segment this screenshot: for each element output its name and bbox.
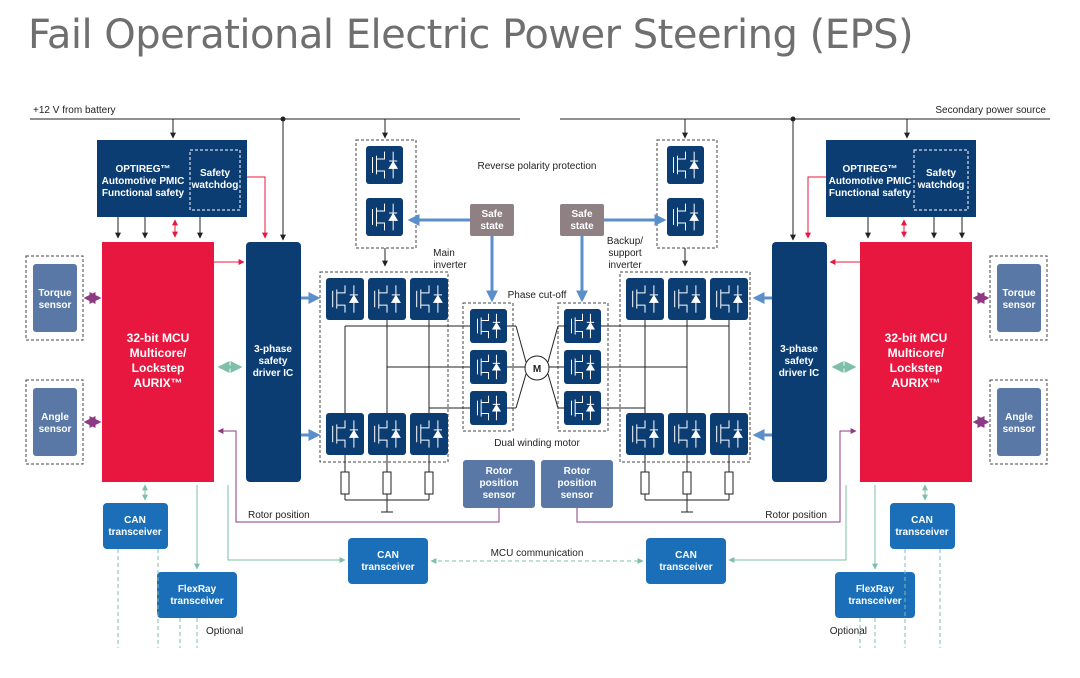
phase-cutoff-right <box>557 302 609 432</box>
transistor-glyph <box>476 313 502 339</box>
motor: M <box>524 355 550 381</box>
transistor-glyph <box>570 313 596 339</box>
transistor-glyph <box>716 285 743 313</box>
transistor-glyph <box>416 420 443 448</box>
safe-state-arrows <box>407 214 667 303</box>
optional-label-right: Optional <box>830 626 867 637</box>
svg-text:M: M <box>533 364 541 375</box>
phase-cutoff-left <box>462 302 514 432</box>
watchdog-links <box>172 176 907 265</box>
transistor-glyph <box>632 420 659 448</box>
mcu-communication-label: MCU communication <box>491 548 584 559</box>
page-title: Fail Operational Electric Power Steering… <box>28 12 914 58</box>
transistor-glyph <box>570 395 596 421</box>
sensor-links <box>83 292 990 428</box>
rail-junctions <box>280 116 796 122</box>
reverse-polarity-right <box>656 139 718 249</box>
pmic-outputs <box>115 217 965 239</box>
transistor-glyph <box>416 285 443 313</box>
transistor-glyph <box>632 285 659 313</box>
reverse-link-wires <box>382 248 688 267</box>
backup-inverter <box>619 271 751 463</box>
rotor-position-label-right: Rotor position <box>765 510 827 521</box>
reverse-polarity-label: Reverse polarity protection <box>478 161 597 172</box>
transistor-glyph <box>476 395 502 421</box>
transistor-glyph <box>374 420 401 448</box>
reverse-polarity-left <box>355 139 417 249</box>
shunt-resistors <box>340 455 734 513</box>
secondary-power-label: Secondary power source <box>935 105 1046 116</box>
bus-links <box>117 484 941 648</box>
transistor-glyph <box>372 151 399 179</box>
transistor-glyph <box>332 420 359 448</box>
rotor-position-links <box>217 428 857 523</box>
transistor-glyph <box>674 285 701 313</box>
transistor-glyph <box>716 420 743 448</box>
battery-label: +12 V from battery <box>33 105 116 116</box>
optional-label-left: Optional <box>206 626 243 637</box>
transistor-glyph <box>674 420 701 448</box>
phase-cutoff-label: Phase cut-off <box>508 290 567 301</box>
dual-winding-motor-label: Dual winding motor <box>494 438 580 449</box>
power-rails <box>30 118 1050 241</box>
transistor-glyph <box>570 354 596 380</box>
gate-drive-arrows <box>301 292 772 441</box>
transistor-glyph <box>673 151 700 179</box>
transistor-glyph <box>332 285 359 313</box>
transistor-glyph <box>372 203 399 231</box>
phase-wires <box>344 320 730 413</box>
rotor-position-label-left: Rotor position <box>248 510 310 521</box>
transistor-glyph <box>673 203 700 231</box>
transistor-glyph <box>476 354 502 380</box>
transistor-glyph <box>374 285 401 313</box>
main-inverter <box>319 271 449 463</box>
